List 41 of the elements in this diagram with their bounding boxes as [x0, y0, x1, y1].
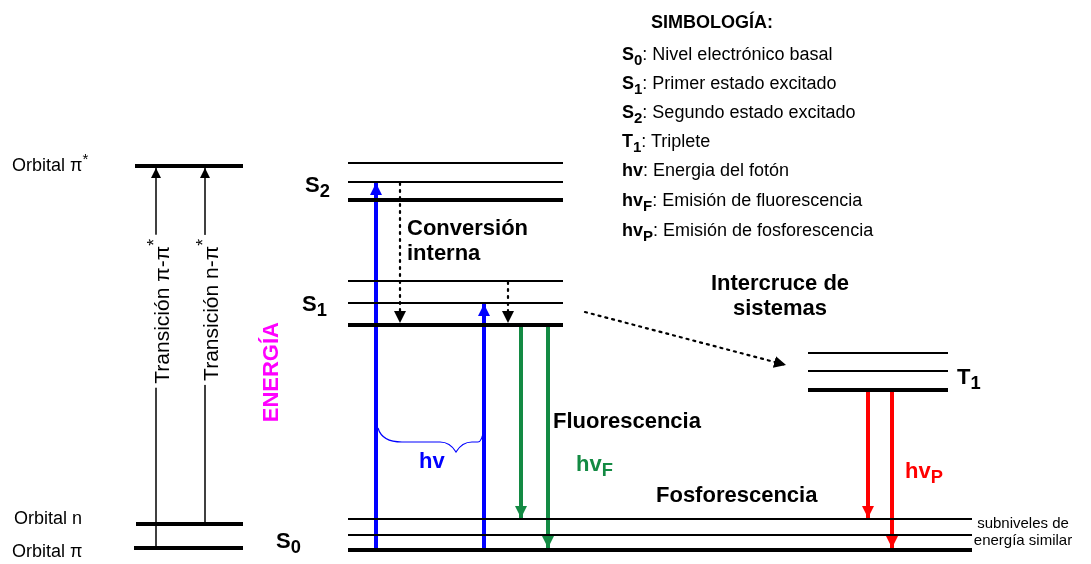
arrow [886, 392, 898, 548]
energy-level-line [808, 352, 948, 354]
energy-level-line [348, 280, 563, 282]
arrow [478, 304, 490, 548]
energy-level-line [348, 162, 563, 164]
energy-level-line [348, 534, 972, 536]
annotation-text: subniveles de energía similar [972, 514, 1074, 549]
arrow [542, 327, 554, 548]
annotation-text: Conversión interna [407, 215, 530, 266]
annotation-text: hv$_{P}$ [905, 458, 943, 488]
level-label: S$_{2}$ [305, 172, 330, 202]
legend-entry: S$_{0}$: Nivel electrónico basal [622, 44, 833, 68]
energy-level-line [808, 370, 948, 372]
arrow [515, 327, 527, 518]
annotation-text: Intercruce de sistemas [709, 270, 851, 321]
legend-entry: hv: Energia del fotón [622, 160, 790, 181]
legend-title: SIMBOLOGÍA: [651, 12, 773, 33]
level-label: S$_{1}$ [302, 291, 327, 321]
level-label: T$_{1}$ [957, 364, 981, 394]
legend-entry: S$_{1}$: Primer estado excitado [622, 73, 837, 97]
energy-level-line [348, 518, 972, 520]
dotted-arrow [583, 310, 788, 368]
arrow [862, 392, 874, 518]
dotted-arrow [394, 181, 406, 325]
level-label: Orbital π [12, 541, 83, 562]
annotation-text: hv$_{F}$ [576, 451, 613, 481]
level-label: Orbital n [14, 508, 83, 529]
axis-label: ENERGÍA [258, 321, 284, 425]
legend-entry: S$_{2}$: Segundo estado excitado [622, 102, 856, 126]
annotation-text: hv [419, 448, 445, 474]
energy-level-line [348, 302, 563, 304]
annotation-text: Fluorescencia [553, 408, 701, 434]
annotation-text: Fosforescencia [656, 482, 818, 508]
level-label: Orbital π$^{*}$ [12, 150, 89, 176]
arrow [370, 183, 382, 548]
legend-entry: hv$_{P}$: Emisión de fosforescencia [622, 220, 874, 244]
legend-entry: T$_{1}$: Triplete [622, 131, 711, 155]
legend-entry: hv$_{F}$: Emisión de fluorescencia [622, 190, 863, 214]
dotted-arrow [502, 280, 514, 325]
energy-level-line [348, 181, 563, 183]
level-label: S$_{0}$ [276, 528, 301, 558]
